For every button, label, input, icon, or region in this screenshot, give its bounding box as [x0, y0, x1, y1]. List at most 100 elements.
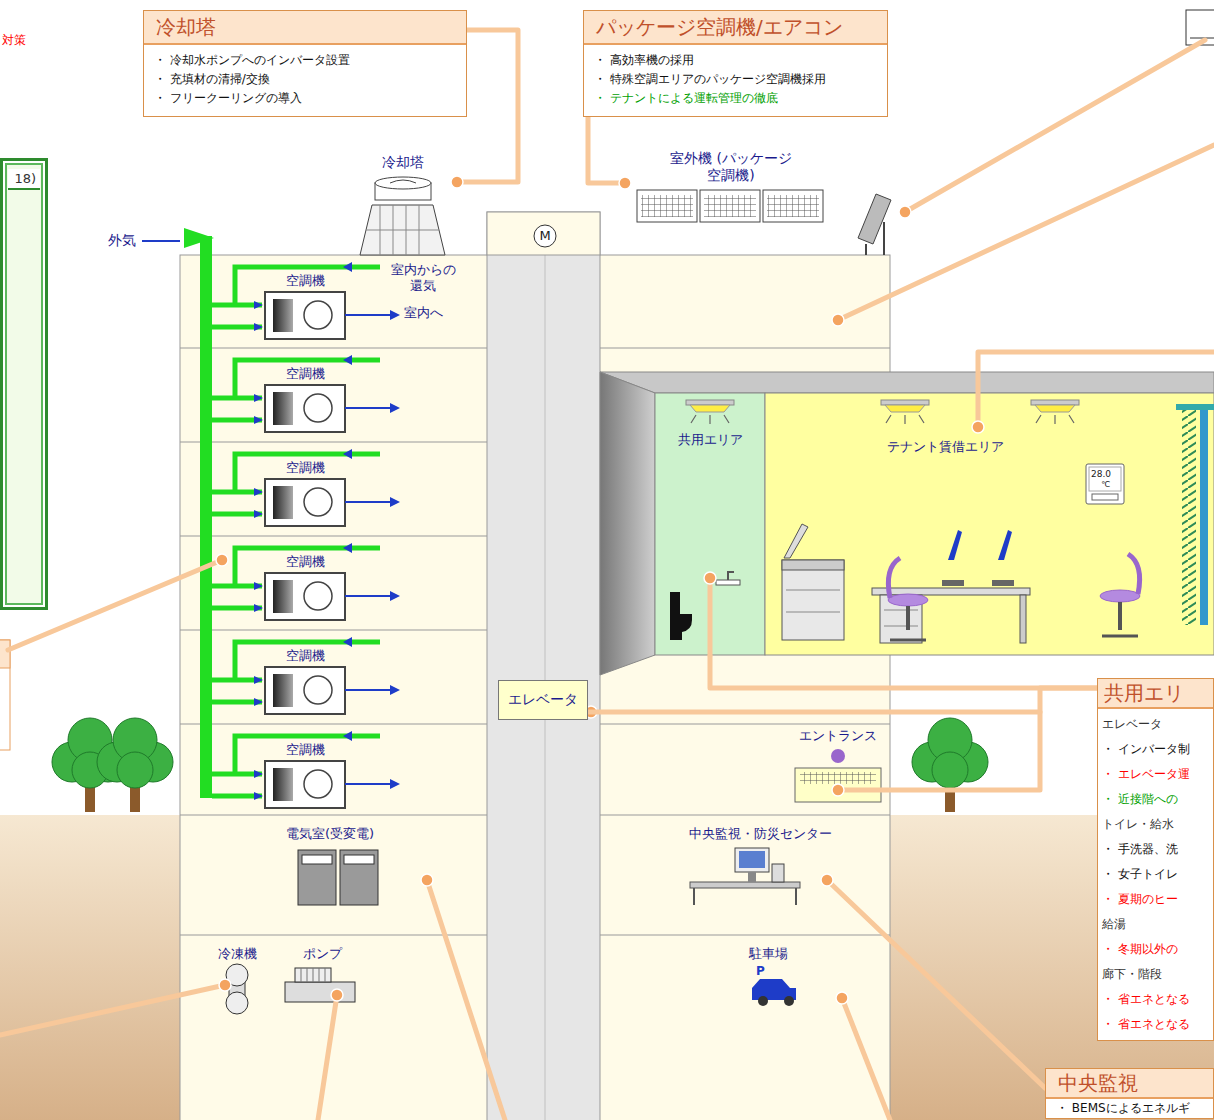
callout-box: 冷却塔・ 冷却水ポンプへのインバータ設置・ 充填材の清掃/交換・ フリークーリン… — [143, 10, 467, 117]
part-label: 空調機 — [286, 273, 325, 289]
flow-label: 外気 — [108, 232, 136, 249]
car-symbol — [784, 996, 794, 1006]
measure-item: ・ 高効率機の採用 — [594, 51, 877, 70]
part-label: 冷却塔 — [382, 154, 424, 171]
tree-group — [912, 718, 988, 812]
cutaway-room — [765, 393, 1214, 655]
measure-item: ・ フリークーリングの導入 — [154, 89, 456, 108]
measure-item: ・ 近接階への — [1102, 787, 1209, 812]
computer-desk — [735, 848, 769, 872]
desk-symbol — [872, 588, 1030, 643]
leader-line — [905, 40, 1205, 212]
leader-connector — [710, 655, 1097, 688]
callout-body: ・ BEMSによるエネルギ — [1046, 1099, 1213, 1118]
chair-symbol — [888, 594, 928, 606]
measure-item: ・ 手洗器、洗 — [1102, 837, 1209, 862]
chair-symbol — [888, 554, 1140, 640]
leader-dot-group — [832, 314, 844, 326]
leader-line — [318, 995, 337, 1120]
room-label: 電気室(受変電) — [286, 826, 374, 842]
thermostat-unit: ℃ — [1101, 480, 1110, 490]
thermostat-reading: 28.0 — [1091, 469, 1111, 480]
cooling-tower-symbol — [360, 177, 445, 255]
window-blind — [1176, 404, 1214, 625]
switchgear-symbol — [298, 850, 336, 905]
cooling-tower-symbol — [375, 177, 431, 189]
measure-item: ・ 冷却水ポンプへのインバータ設置 — [154, 51, 456, 70]
window-blind — [1182, 410, 1196, 625]
part-label: 空調機 — [286, 460, 325, 476]
air-duct — [212, 262, 400, 339]
monitor-symbol — [992, 580, 1014, 586]
monitor-symbol — [948, 530, 962, 560]
measure-item: ・ エレベータ運 — [1102, 762, 1209, 787]
computer-desk — [739, 851, 765, 868]
thermostat-symbol — [1086, 464, 1124, 504]
pump-symbol — [301, 968, 325, 982]
partial-box — [0, 640, 10, 750]
outdoor-unit-symbol — [641, 195, 693, 217]
computer-desk — [772, 864, 784, 882]
part-label: エレベータ — [508, 691, 578, 709]
computer-desk — [690, 882, 800, 888]
measure-item: ・ 省エネとなる — [1102, 987, 1209, 1012]
measure-item: ・ BEMSによるエネルギ — [1056, 1100, 1203, 1117]
leader-dot-group — [972, 421, 984, 433]
measure-item: ・ 女子トイレ — [1102, 862, 1209, 887]
leader-line — [827, 880, 1045, 1088]
partial-box — [0, 10, 1214, 750]
chair-symbol — [1128, 554, 1140, 594]
computer-desk — [748, 872, 756, 882]
building-body — [487, 212, 600, 1120]
toilet-symbol — [670, 592, 692, 640]
outdoor-unit-symbol — [767, 195, 819, 217]
flow-label: 室内からの 還気 — [386, 262, 460, 293]
pump-symbol — [295, 968, 331, 982]
window-blind — [1176, 404, 1214, 410]
switchgear-symbol — [298, 850, 378, 905]
tree-group — [97, 718, 173, 812]
callout-box: 共用エリエレベータ・ インバータ制・ エレベータ運・ 近接階へのトイレ・給水・ … — [1097, 678, 1214, 1041]
area-name: 共用エリア — [678, 431, 743, 449]
monitor-symbol — [942, 580, 964, 586]
solar-panel-symbol — [866, 222, 884, 255]
computer-desk — [694, 888, 796, 905]
cutaway-room — [686, 400, 734, 424]
building-body — [180, 212, 890, 1120]
tenant-area: テナント賃借エリア — [765, 393, 1214, 655]
building-body — [534, 225, 556, 247]
room-label: 駐車場 — [749, 946, 788, 962]
air-duct — [142, 228, 400, 808]
tree-group — [52, 718, 988, 812]
pump-symbol — [285, 982, 355, 1002]
outdoor-unit-symbol — [637, 190, 697, 222]
solar-panel-symbol — [858, 194, 891, 244]
car-symbol — [758, 996, 768, 1006]
callout-box: パッケージ空調機/エアコン・ 高効率機の採用・ 特殊空調エリアのパッケージ空調機… — [583, 10, 888, 117]
cutaway-room — [881, 400, 929, 424]
air-duct — [212, 637, 400, 714]
leader-dot-group — [836, 992, 848, 1004]
leader-connector — [588, 688, 1097, 712]
car-symbol — [752, 979, 796, 1006]
leader-line — [0, 985, 225, 1035]
copier-symbol — [782, 524, 844, 640]
solar-panel-symbol — [858, 194, 891, 255]
cutaway-room — [600, 372, 655, 675]
leader-dot-group — [832, 784, 844, 796]
callout-body: エレベータ・ インバータ制・ エレベータ運・ 近接階へのトイレ・給水・ 手洗器、… — [1098, 709, 1213, 1040]
note-text: 対策 — [2, 33, 26, 47]
cutaway-room — [655, 393, 765, 655]
part-label: 空調機 — [286, 742, 325, 758]
cutaway-room — [600, 372, 1214, 393]
leader-line — [978, 352, 1214, 427]
leader-dot-group — [421, 874, 433, 886]
panel-number: 18) — [8, 169, 40, 190]
sink-symbol — [716, 572, 740, 585]
toilet-symbol — [670, 592, 680, 614]
leader-dot-group — [331, 989, 343, 1001]
leader-dot-group — [899, 206, 911, 218]
callout-heading: 共用エリ — [1098, 679, 1213, 709]
chair-symbol — [890, 639, 926, 642]
